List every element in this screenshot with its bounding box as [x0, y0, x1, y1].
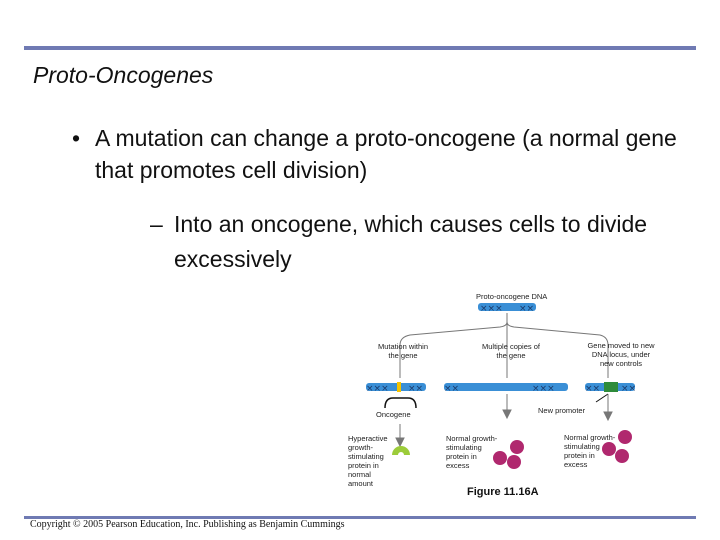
- translocated-dna: ×× ××: [585, 382, 636, 394]
- bullet-2-text: Into an oncogene, which causes cells to …: [174, 211, 648, 272]
- excess-protein-group-1: [493, 440, 524, 469]
- arrows: [395, 394, 613, 448]
- new-promoter-label: New promoter: [538, 406, 586, 415]
- svg-text:××: ××: [585, 384, 600, 394]
- hyperactive-protein-icon: [392, 446, 410, 455]
- hyperactive-protein-label: Hyperactive growth-stimulating protein i…: [348, 434, 388, 488]
- mutation-label: Mutation within the gene: [377, 342, 429, 360]
- top-rule: [24, 46, 696, 50]
- svg-text:××: ××: [519, 304, 534, 314]
- branch-lines: [399, 313, 609, 378]
- oncogene-label: Oncogene: [376, 410, 411, 419]
- copyright-notice: Copyright © 2005 Pearson Education, Inc.…: [30, 519, 345, 530]
- moved-gene-label: Gene moved to new DNA locus, under new c…: [587, 341, 655, 368]
- excess-protein-label-1: Normal growth-stimulating protein in exc…: [446, 434, 498, 470]
- svg-text:××: ××: [444, 384, 459, 394]
- excess-protein-group-2: [602, 430, 632, 463]
- slide-title: Proto-Oncogenes: [33, 62, 214, 88]
- svg-text:×××: ×××: [480, 304, 503, 314]
- figure-caption: Figure 11.16A: [467, 486, 539, 498]
- bullet-1-text: A mutation can change a proto-oncogene (…: [95, 125, 677, 183]
- excess-protein-label-2: Normal growth-stimulating protein in exc…: [564, 433, 616, 469]
- oncogene-bracket: [384, 397, 417, 409]
- bullet-dot: •: [72, 125, 81, 151]
- svg-text:×××: ×××: [532, 384, 555, 394]
- proto-oncogene-dna: ××× ××: [478, 303, 536, 314]
- proto-oncogene-label: Proto-oncogene DNA: [476, 292, 548, 301]
- svg-text:×××: ×××: [366, 384, 389, 394]
- svg-text:××: ××: [621, 384, 636, 394]
- svg-text:××: ××: [408, 384, 423, 394]
- amplified-dna: ×× ×××: [444, 383, 568, 394]
- bullet-dash: –: [150, 211, 163, 237]
- copies-label: Multiple copies of the gene: [482, 342, 540, 360]
- bottom-rule: [24, 516, 696, 519]
- promoter-pointer: [595, 393, 609, 403]
- mutated-dna: ××× ××: [366, 382, 426, 394]
